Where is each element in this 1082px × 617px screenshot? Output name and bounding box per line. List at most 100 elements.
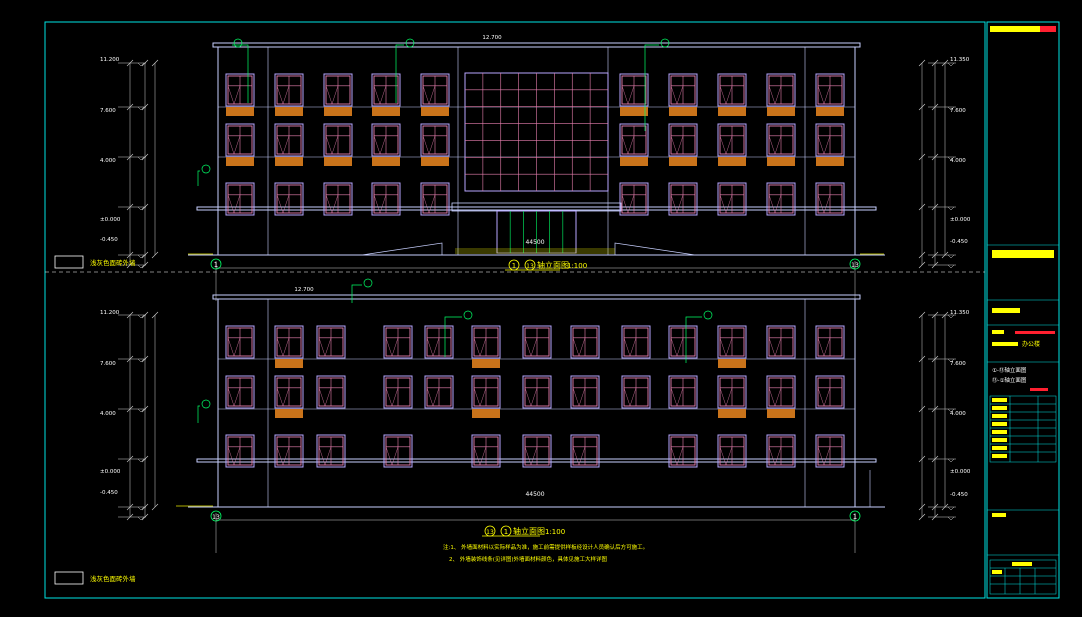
window-surround: [815, 182, 845, 216]
window-opening-line: [817, 387, 831, 407]
window-opening-line: [719, 85, 733, 105]
rear-elevation-labels: 13 1 轴立面图 1:100 13 1 44500 12.700 11.200…: [54, 287, 971, 585]
front-level-right-3: 4.000: [950, 158, 966, 164]
callout-leader: [232, 44, 249, 103]
window-opening-line: [719, 446, 733, 466]
spandrel-panel: [718, 409, 746, 418]
window-opening-line: [385, 387, 399, 407]
window-surround: [274, 73, 304, 107]
window-surround: [225, 375, 255, 409]
window-surround: [815, 375, 845, 409]
level-marker: [947, 156, 955, 161]
spandrel-panel: [472, 359, 500, 368]
window-surround: [274, 182, 304, 216]
rear-level-right-5: -0.450: [950, 492, 968, 498]
window-opening-line: [227, 135, 241, 155]
window-opening-line: [276, 337, 290, 357]
window-surround: [274, 434, 304, 468]
window-opening-line: [572, 387, 586, 407]
window-opening-line: [473, 387, 487, 407]
dimension-tick: [918, 405, 926, 413]
level-marker: [947, 206, 955, 211]
window-opening-line: [670, 337, 684, 357]
dimension-tick: [918, 261, 926, 269]
dimension-tick: [151, 251, 159, 259]
front-title-text: 轴立面图: [537, 260, 569, 270]
window-opening-line: [473, 446, 487, 466]
callout-leader: [444, 316, 462, 357]
front-level-left-5: -0.450: [100, 237, 118, 243]
rear-legend-swatch: [54, 571, 84, 585]
window-surround: [316, 375, 346, 409]
callout-leader: [685, 316, 702, 363]
spandrel-panel: [275, 409, 303, 418]
front-axis-left: 1: [214, 261, 218, 269]
callout-bubble: [201, 399, 211, 409]
front-title-number-right: 13: [526, 263, 534, 270]
window-surround: [717, 123, 747, 157]
callout-bubble: [233, 38, 243, 48]
level-marker: [137, 358, 145, 363]
window-opening-line: [670, 194, 684, 214]
window-surround: [668, 123, 698, 157]
front-axis-right: 13: [851, 262, 859, 269]
rear-title-number-left: 13: [486, 529, 494, 536]
canopy-band: [196, 206, 877, 211]
window-opening-line: [768, 135, 782, 155]
spandrel-panel: [324, 157, 352, 166]
window-surround: [420, 73, 450, 107]
window-surround: [424, 375, 454, 409]
front-level-right-4: ±0.000: [950, 217, 971, 223]
window-opening-line: [276, 387, 290, 407]
window-opening-line: [385, 337, 399, 357]
spandrel-panel: [226, 157, 254, 166]
window-surround: [717, 434, 747, 468]
drawing-frame: [44, 21, 986, 599]
level-marker: [137, 408, 145, 413]
window-opening-line: [276, 85, 290, 105]
window-opening-line: [473, 337, 487, 357]
spandrel-panel: [816, 107, 844, 116]
window-opening-line: [276, 194, 290, 214]
spandrel-panel: [620, 157, 648, 166]
window-opening-line: [768, 85, 782, 105]
dimension-tick: [918, 251, 926, 259]
drawing-item-2: ⑬-①轴立面图: [992, 376, 1027, 384]
window-opening-line: [621, 194, 635, 214]
window-surround: [274, 123, 304, 157]
window-opening-line: [817, 194, 831, 214]
window-surround: [668, 434, 698, 468]
spandrel-panel: [372, 157, 400, 166]
rear-axis-right: 1: [853, 513, 857, 521]
callout-bubble: [201, 164, 211, 174]
window-surround: [471, 375, 501, 409]
window-surround: [383, 325, 413, 359]
level-marker: [947, 458, 955, 463]
window-surround: [225, 434, 255, 468]
spandrel-panel: [767, 107, 795, 116]
window-surround: [316, 434, 346, 468]
window-surround: [815, 73, 845, 107]
window-opening-line: [719, 337, 733, 357]
window-surround: [420, 182, 450, 216]
rear-level-right-2: 7.600: [950, 361, 966, 367]
dimension-tick: [918, 203, 926, 211]
rear-roof-dim: 12.700: [294, 287, 314, 293]
window-opening-line: [768, 337, 782, 357]
rear-legend-text: 浅灰色面砖外墙: [90, 574, 136, 583]
dimension-tick: [918, 455, 926, 463]
window-opening-line: [817, 135, 831, 155]
window-surround: [619, 73, 649, 107]
window-opening-line: [325, 194, 339, 214]
window-surround: [668, 182, 698, 216]
front-level-left-1: 11.200: [100, 57, 120, 63]
front-level-right-1: 11.350: [950, 57, 970, 63]
rear-level-right-4: ±0.000: [950, 469, 971, 475]
window-surround: [717, 73, 747, 107]
callout-bubble: [660, 38, 670, 48]
window-opening-line: [426, 387, 440, 407]
level-marker: [137, 106, 145, 111]
front-overall-width: 44500: [525, 239, 544, 246]
spandrel-panel: [767, 157, 795, 166]
